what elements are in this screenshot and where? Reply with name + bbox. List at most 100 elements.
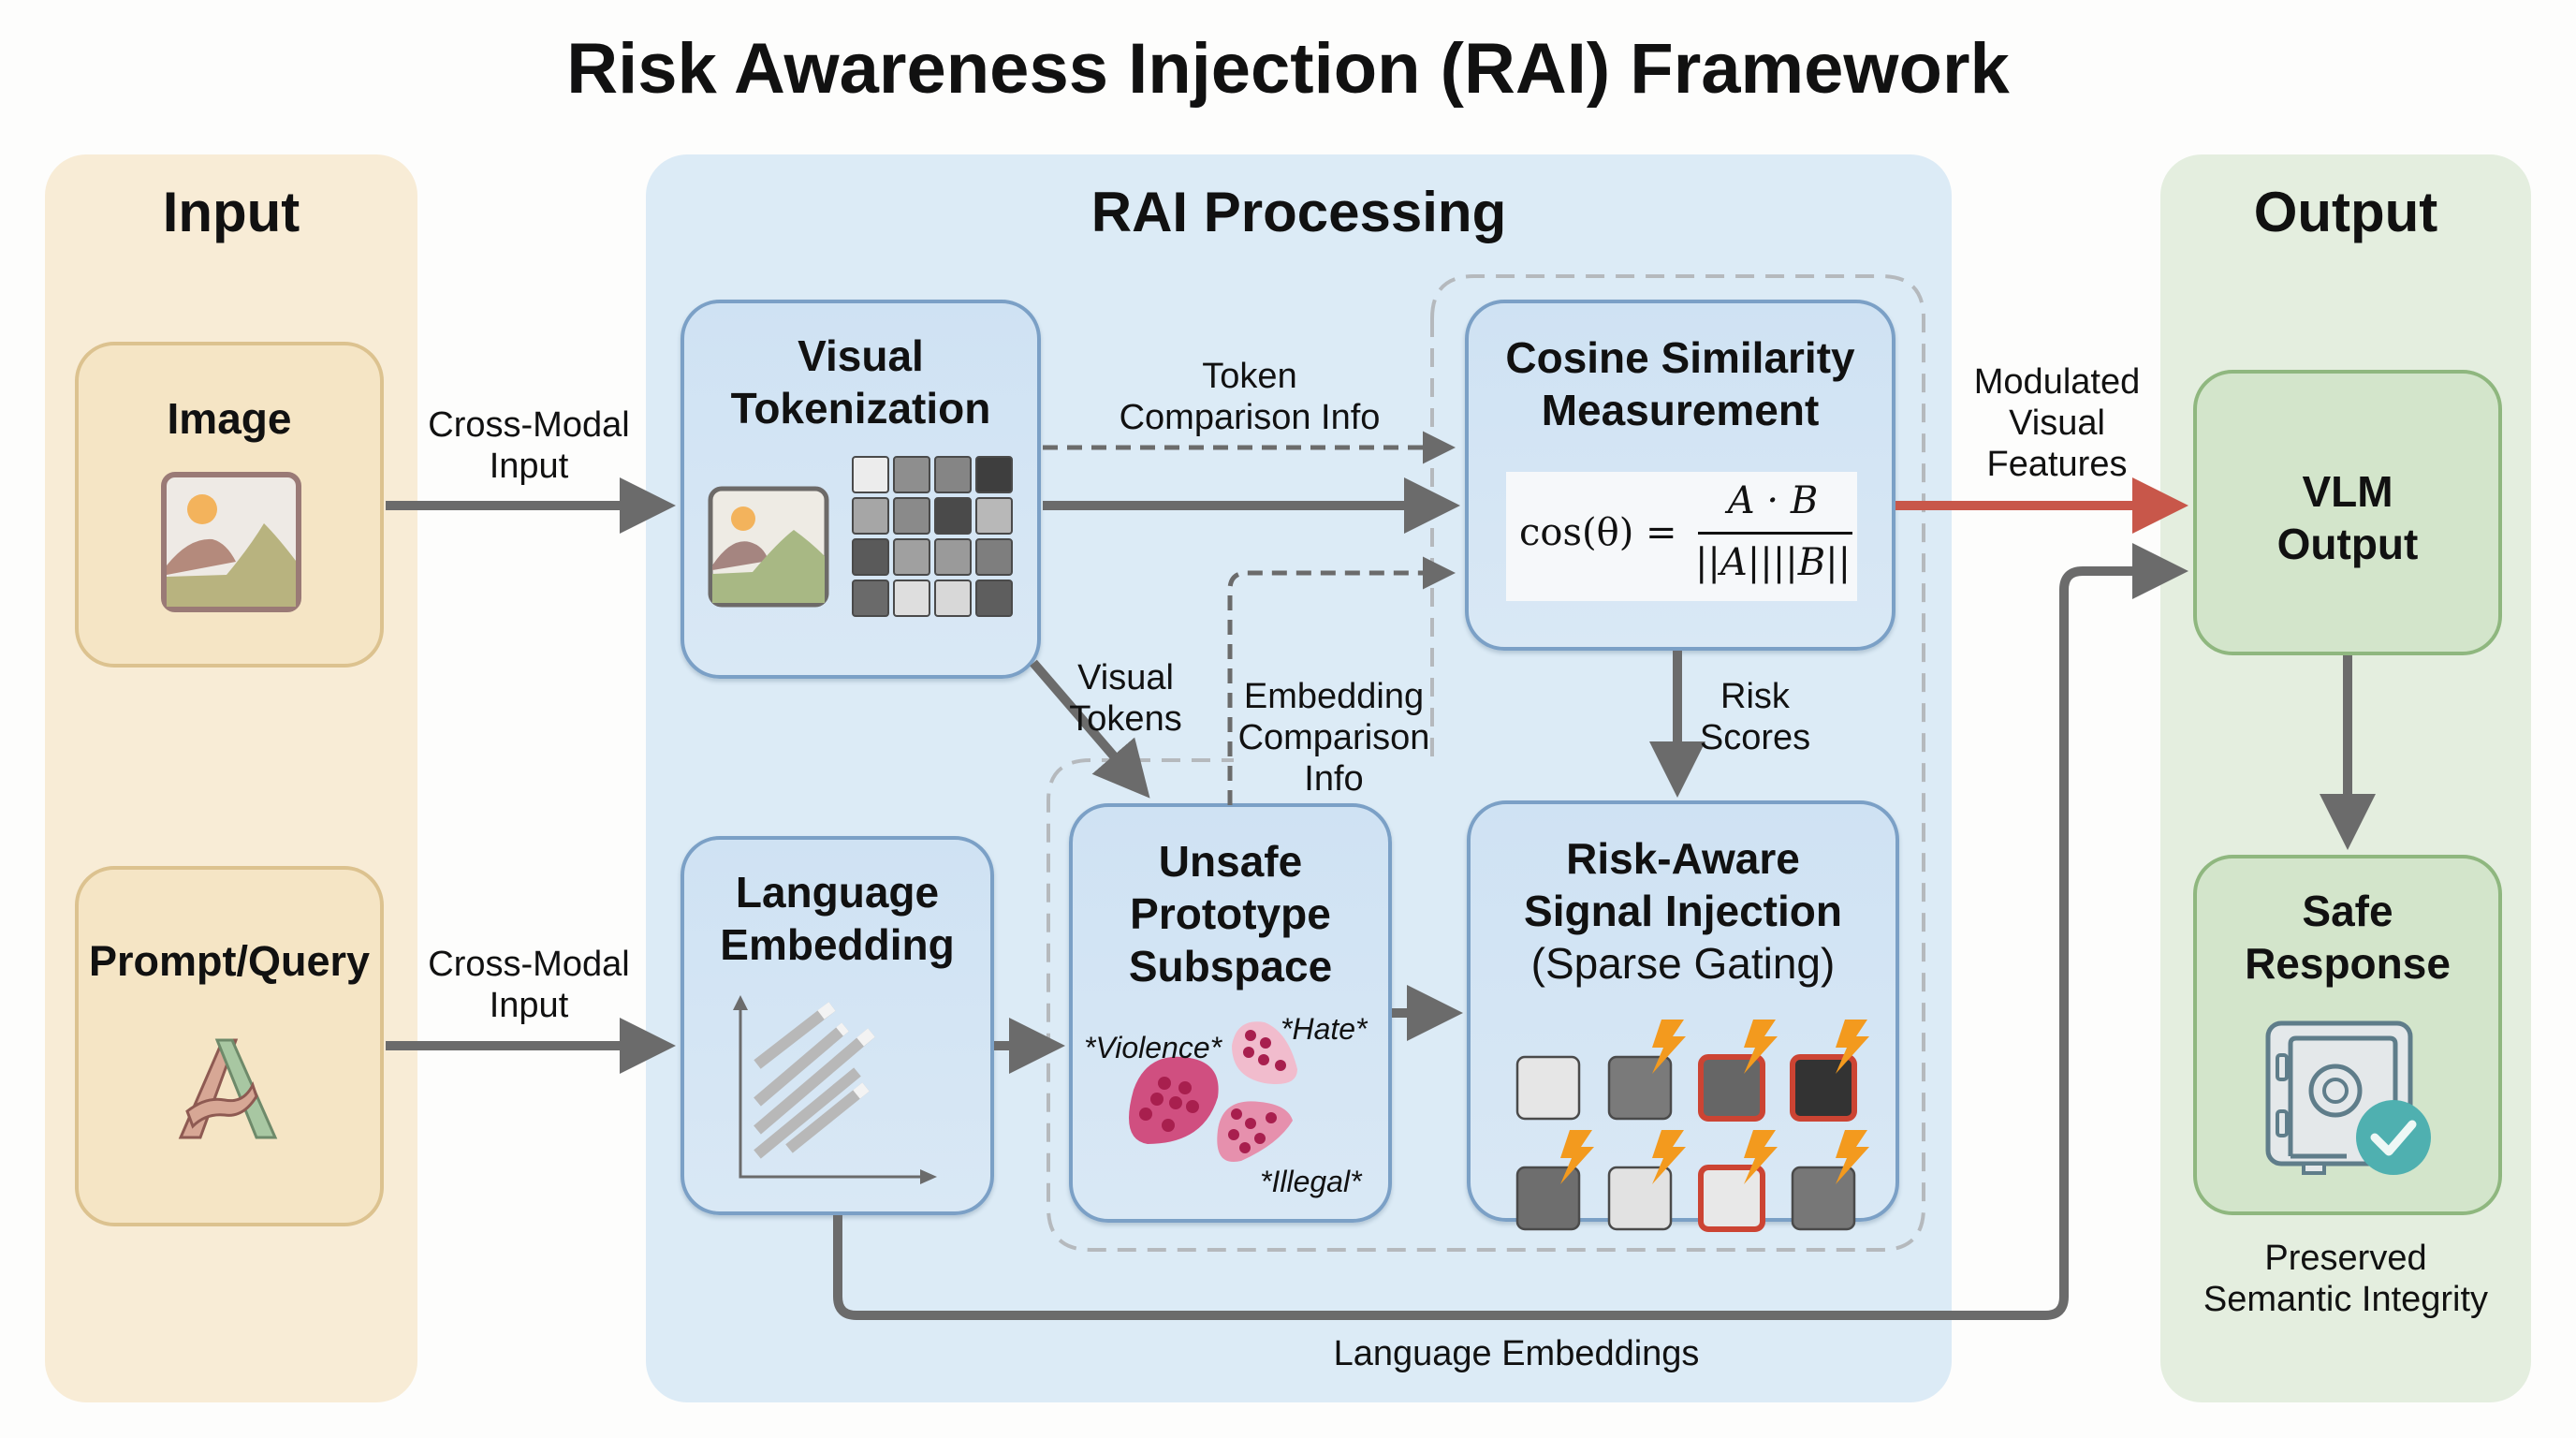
diagram-title: Risk Awareness Injection (RAI) Framework: [566, 29, 2010, 109]
unsafe-prototype-title-line2: Prototype: [1130, 889, 1331, 938]
hate-label: *Hate*: [1281, 1012, 1368, 1046]
visual-token-patch: [852, 538, 889, 576]
input-column-title: Input: [162, 181, 300, 243]
gated-token-highlighted: [1790, 1054, 1857, 1122]
visual-token-patch: [975, 580, 1013, 617]
cosine-formula: cos(θ) = A · B ||A||||B||: [1506, 472, 1857, 601]
vlm-output-title-line1: VLM: [2302, 467, 2393, 516]
risk-scores-line2: Scores: [1699, 718, 1811, 757]
safe-response-title-line1: Safe: [2302, 887, 2393, 935]
image-icon: [708, 486, 829, 608]
output-column-title: Output: [2253, 181, 2438, 243]
visual-token-grid: [852, 456, 1013, 617]
cosine-similarity-box[interactable]: Cosine Similarity Measurement cos(θ) = A…: [1465, 300, 1895, 651]
lightning-bolt-icon: [1744, 1130, 1778, 1184]
vlm-output-title-line2: Output: [2276, 520, 2419, 568]
lightning-bolt-icon: [1652, 1020, 1686, 1074]
gated-token-highlighted: [1698, 1165, 1765, 1232]
illegal-label: *Illegal*: [1260, 1165, 1362, 1198]
gated-token: [1791, 1166, 1856, 1231]
modulated-line2: Visual: [2009, 404, 2105, 443]
prompt-input-box[interactable]: Prompt/Query: [75, 866, 384, 1226]
language-embedding-title-line1: Language: [735, 868, 940, 917]
modulated-features-label: Modulated Visual Features: [1938, 361, 2176, 485]
letter-a-icon: [178, 1038, 278, 1139]
gated-token: [1607, 1166, 1673, 1231]
lightning-bolt-icon: [1836, 1020, 1869, 1074]
violence-label: *Violence*: [1084, 1031, 1222, 1064]
gated-token: [1607, 1055, 1673, 1121]
gated-token-grid: [1515, 1020, 1869, 1232]
visual-token-patch: [893, 538, 930, 576]
arrow-visual-tokens: [1030, 659, 1150, 799]
visual-tokens-line1: Visual: [1077, 658, 1174, 697]
unsafe-prototype-title-line1: Unsafe: [1158, 837, 1303, 886]
modulated-line3: Features: [1986, 445, 2128, 484]
image-icon: [161, 472, 301, 612]
arrow-language-embeddings: [833, 543, 2188, 1320]
token-comparison-line2: Comparison Info: [1119, 398, 1381, 437]
visual-token-patch: [934, 497, 972, 535]
modulated-line1: Modulated: [1973, 362, 2141, 402]
visual-tokenization-title-line1: Visual: [798, 331, 924, 380]
token-comparison-line1: Token: [1202, 357, 1297, 396]
visual-tokenization-title-line2: Tokenization: [730, 384, 991, 433]
visual-token-patch: [934, 456, 972, 493]
arrow-embedding-comparison: [1227, 556, 1456, 805]
safe-response-title-line2: Response: [2245, 939, 2451, 988]
embedding-comparison-line2: Comparison: [1237, 718, 1430, 757]
safe-check-icon: [2265, 1020, 2431, 1175]
cross-modal-label-1-line1: Cross-Modal: [428, 405, 630, 445]
visual-token-patch: [975, 497, 1013, 535]
token-comparison-label: Token Comparison Info: [1076, 356, 1423, 438]
visual-token-patch: [893, 497, 930, 535]
gated-token-highlighted: [1698, 1054, 1765, 1122]
processing-column-title: RAI Processing: [1090, 181, 1507, 243]
prompt-input-label: Prompt/Query: [88, 937, 371, 985]
vlm-output-box[interactable]: VLM Output: [2193, 370, 2502, 655]
risk-aware-title-line3: (Sparse Gating): [1530, 939, 1836, 988]
image-input-label: Image: [167, 394, 292, 443]
formula-fraction-bar: [1698, 532, 1852, 535]
embedding-chart-icon: [733, 995, 937, 1184]
risk-scores-line1: Risk: [1720, 677, 1790, 716]
visual-token-patch: [852, 580, 889, 617]
formula-lhs: cos(θ) =: [1519, 511, 1677, 554]
cosine-similarity-title-line2: Measurement: [1541, 386, 1820, 434]
visual-token-patch: [893, 580, 930, 617]
formula-denominator: ||A||||B||: [1694, 541, 1852, 584]
lightning-bolt-icon: [1560, 1130, 1594, 1184]
preserved-line2: Semantic Integrity: [2203, 1280, 2489, 1319]
cosine-similarity-title-line1: Cosine Similarity: [1505, 333, 1855, 382]
risk-aware-injection-box[interactable]: Risk-Aware Signal Injection (Sparse Gati…: [1467, 800, 1899, 1232]
cluster-dots: [1139, 1030, 1286, 1153]
visual-tokens-label: Visual Tokens: [1053, 657, 1198, 740]
gated-token: [1515, 1055, 1581, 1121]
image-input-box[interactable]: Image: [75, 342, 384, 668]
embedding-comparison-line3: Info: [1304, 759, 1364, 799]
visual-token-patch: [975, 456, 1013, 493]
visual-tokenization-box[interactable]: Visual Tokenization: [681, 300, 1041, 679]
risk-aware-title-line1: Risk-Aware: [1566, 834, 1800, 883]
lightning-bolt-icon: [1744, 1020, 1778, 1074]
cross-modal-label-2-line2: Input: [489, 986, 569, 1025]
safe-response-box[interactable]: Safe Response: [2193, 855, 2502, 1215]
formula-numerator: A · B: [1727, 479, 1819, 522]
cross-modal-label-1-line2: Input: [489, 447, 569, 486]
visual-token-patch: [934, 580, 972, 617]
language-embedding-box[interactable]: Language Embedding: [681, 836, 994, 1215]
visual-token-patch: [975, 538, 1013, 576]
visual-token-patch: [852, 497, 889, 535]
embedding-comparison-line1: Embedding: [1243, 677, 1425, 716]
cosine-group-outline: [1046, 274, 1925, 1252]
gated-token: [1515, 1166, 1581, 1231]
cross-modal-label-2-line1: Cross-Modal: [428, 945, 630, 984]
cross-modal-label-1: Cross-Modal Input: [393, 404, 665, 487]
risk-scores-label: Risk Scores: [1694, 676, 1816, 758]
cross-modal-label-2: Cross-Modal Input: [393, 944, 665, 1026]
language-embedding-title-line2: Embedding: [720, 920, 955, 969]
visual-token-patch: [852, 456, 889, 493]
unsafe-prototype-title-line3: Subspace: [1128, 942, 1333, 990]
